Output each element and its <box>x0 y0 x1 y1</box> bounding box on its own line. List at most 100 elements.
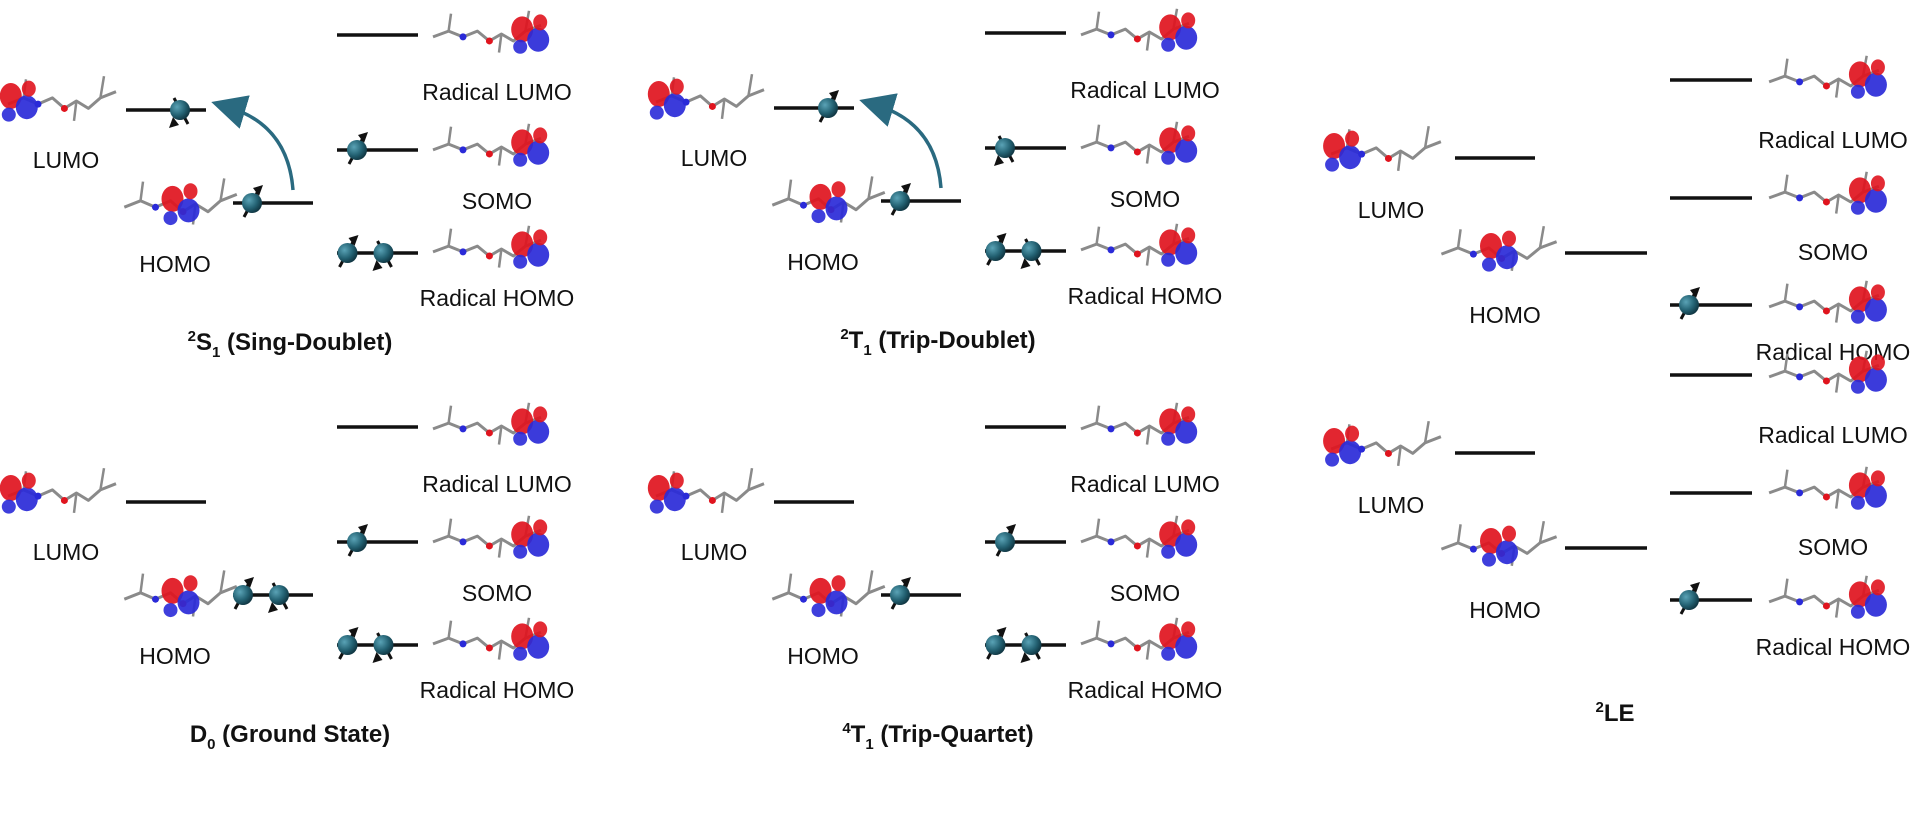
radical-lumo-label: Radical LUMO <box>1070 77 1220 103</box>
lumo-label: LUMO <box>681 145 747 171</box>
homo-electron <box>890 577 911 610</box>
radical-homo-label: Radical HOMO <box>1756 634 1911 660</box>
homo-orbital-image <box>1440 520 1558 567</box>
homo-orbital-image <box>771 176 886 224</box>
radical-homo-orbital-image <box>1080 223 1198 267</box>
lumo-electron <box>169 97 190 128</box>
radical-lumo-orbital-image <box>1080 402 1198 446</box>
state-title-superscript: 2 <box>1595 699 1603 716</box>
lumo-label: LUMO <box>33 539 99 565</box>
radical-lumo-label: Radical LUMO <box>1070 471 1220 497</box>
lumo-orbital-image <box>0 467 117 514</box>
somo-orbital-image <box>432 123 550 167</box>
state-title-subscript: 1 <box>863 342 871 359</box>
radical-lumo-label: Radical LUMO <box>1758 422 1908 448</box>
somo-electron <box>995 524 1016 557</box>
radical-lumo-label: Radical LUMO <box>422 471 572 497</box>
radical-lumo-orbital-image <box>432 402 550 446</box>
state-title-subscript: 1 <box>865 736 873 753</box>
homo-label: HOMO <box>139 251 211 277</box>
homo-orbital-image <box>771 570 886 618</box>
homo-electron-down <box>268 582 289 613</box>
radical-homo-electron-up <box>337 235 359 268</box>
homo-label: HOMO <box>1469 597 1541 623</box>
radical-homo-electron-up <box>985 627 1007 660</box>
radical-homo-label: Radical HOMO <box>420 677 575 703</box>
somo-label: SOMO <box>1798 239 1868 265</box>
state-title-text: (Sing-Doublet) <box>220 329 392 356</box>
state-title-symbol: S <box>196 329 212 356</box>
somo-label: SOMO <box>1110 580 1180 606</box>
state-title-text: (Ground State) <box>216 721 391 748</box>
radical-homo-electron-down <box>372 632 394 663</box>
panel-le-upper: LUMO HOMO Radical LUMO SOMO Radical HOMO <box>1323 55 1911 365</box>
radical-homo-label: Radical HOMO <box>1068 677 1223 703</box>
lumo-orbital-image <box>0 75 117 122</box>
somo-orbital-image <box>1080 121 1198 165</box>
homo-label: HOMO <box>787 249 859 275</box>
somo-electron <box>347 132 368 165</box>
somo-electron <box>994 135 1015 166</box>
homo-electron <box>890 183 911 216</box>
radical-lumo-orbital-image <box>1080 8 1198 52</box>
state-title-symbol: LE <box>1604 700 1635 727</box>
homo-label: HOMO <box>1469 302 1541 328</box>
state-title-subscript: 0 <box>207 736 215 753</box>
lumo-electron <box>818 90 839 123</box>
lumo-label: LUMO <box>681 539 747 565</box>
panel-sing-doublet: LUMO HOMO Radical LUMO SOMO Radical HOMO 2S1 … <box>0 10 575 361</box>
radical-lumo-orbital-image <box>432 10 550 54</box>
radical-homo-electron-down <box>1020 632 1042 663</box>
lumo-label: LUMO <box>33 147 99 173</box>
homo-electron <box>242 185 263 218</box>
homo-orbital-image <box>123 178 238 226</box>
somo-label: SOMO <box>462 188 532 214</box>
radical-homo-electron-up <box>337 627 359 660</box>
somo-orbital-image <box>1768 466 1887 510</box>
lumo-label: LUMO <box>1358 197 1424 223</box>
somo-label: SOMO <box>1798 534 1868 560</box>
somo-orbital-image <box>432 515 550 559</box>
radical-homo-electron <box>1679 287 1700 320</box>
state-title-subscript: 1 <box>212 344 220 361</box>
state-title-text: (Trip-Doublet) <box>872 327 1036 354</box>
radical-homo-label: Radical HOMO <box>1756 339 1911 365</box>
radical-homo-electron-up <box>985 233 1007 266</box>
somo-label: SOMO <box>1110 186 1180 212</box>
state-title-text: (Trip-Quartet) <box>874 721 1034 748</box>
radical-homo-orbital-image <box>1768 280 1887 324</box>
state-title: D0 (Ground State) <box>190 721 390 753</box>
state-title: 2T1 (Trip-Doublet) <box>840 326 1035 359</box>
homo-orbital-image <box>1440 225 1558 272</box>
radical-lumo-orbital-image <box>1768 350 1887 394</box>
state-title-symbol: T <box>851 721 866 748</box>
homo-label: HOMO <box>139 643 211 669</box>
homo-label: HOMO <box>787 643 859 669</box>
somo-orbital-image <box>1768 171 1887 215</box>
excitation-arrow <box>859 93 943 189</box>
radical-homo-orbital-image <box>1080 617 1198 661</box>
panel-trip-doublet: LUMO HOMO Radical LUMO SOMO Radical HOMO 2T1 … <box>647 8 1223 359</box>
radical-homo-orbital-image <box>1768 575 1887 619</box>
lumo-label: LUMO <box>1358 492 1424 518</box>
state-title-superscript: 2 <box>188 328 196 345</box>
radical-lumo-label: Radical LUMO <box>422 79 572 105</box>
somo-orbital-image <box>1080 515 1198 559</box>
excitation-arrow <box>211 95 295 191</box>
lumo-orbital-image <box>647 467 765 514</box>
state-title-symbol: D <box>190 721 207 748</box>
radical-lumo-label: Radical LUMO <box>1758 127 1908 153</box>
radical-homo-label: Radical HOMO <box>420 285 575 311</box>
state-title-superscript: 4 <box>842 720 851 737</box>
radical-homo-label: Radical HOMO <box>1068 283 1223 309</box>
state-title-superscript: 2 <box>840 326 848 343</box>
state-title: 2S1 (Sing-Doublet) <box>188 328 393 361</box>
radical-homo-orbital-image <box>432 617 550 661</box>
homo-orbital-image <box>123 570 238 618</box>
radical-homo-electron-down <box>1020 238 1042 269</box>
somo-electron <box>347 524 368 557</box>
state-title: 2LE <box>1595 699 1634 727</box>
